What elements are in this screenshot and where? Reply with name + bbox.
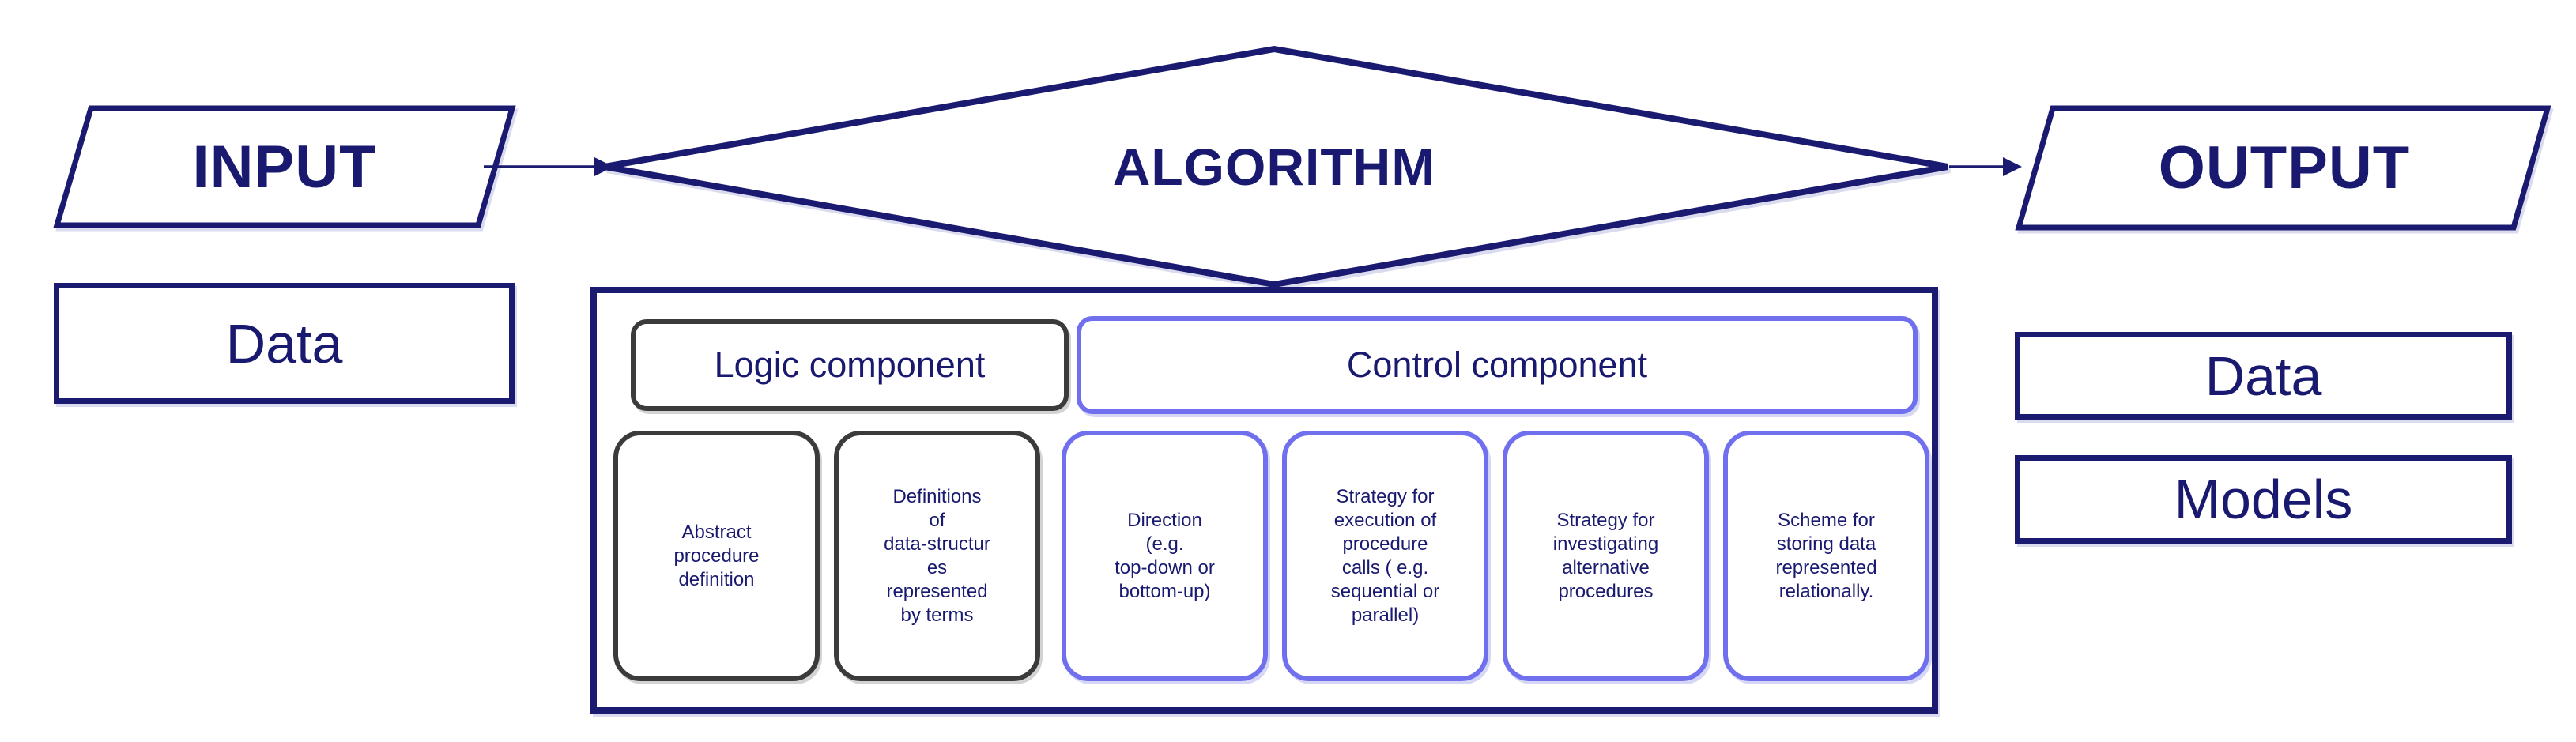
control-item-investigating-strategy: Strategy for investigating alternative p… [1503, 431, 1709, 681]
input-parallelogram-shape [53, 105, 516, 228]
algorithm-diamond-shape [604, 45, 1948, 288]
logic-item-abstract-procedure: Abstract procedure definition [613, 431, 820, 681]
logic-item-data-structures: Definitions of data-structur es represen… [834, 431, 1040, 681]
input-node-label: INPUT [192, 133, 377, 201]
arrowhead-input-to-algorithm [594, 157, 613, 176]
control-item-direction: Direction (e.g. top-down or bottom-up) [1062, 431, 1268, 681]
output-node-label: OUTPUT [2158, 134, 2411, 202]
output-data-box: Data [2015, 332, 2512, 420]
logic-component-header: Logic component [631, 319, 1069, 411]
output-models-box: Models [2015, 455, 2512, 544]
control-item-execution-strategy: Strategy for execution of procedure call… [1282, 431, 1488, 681]
algorithm-node-label: ALGORITHM [1112, 137, 1436, 196]
input-data-box: Data [54, 283, 515, 404]
output-parallelogram-shape [2015, 105, 2551, 231]
arrowhead-algorithm-to-output [2003, 157, 2022, 176]
control-item-storage-scheme: Scheme for storing data represented rela… [1723, 431, 1929, 681]
control-component-header: Control component [1077, 316, 1918, 414]
